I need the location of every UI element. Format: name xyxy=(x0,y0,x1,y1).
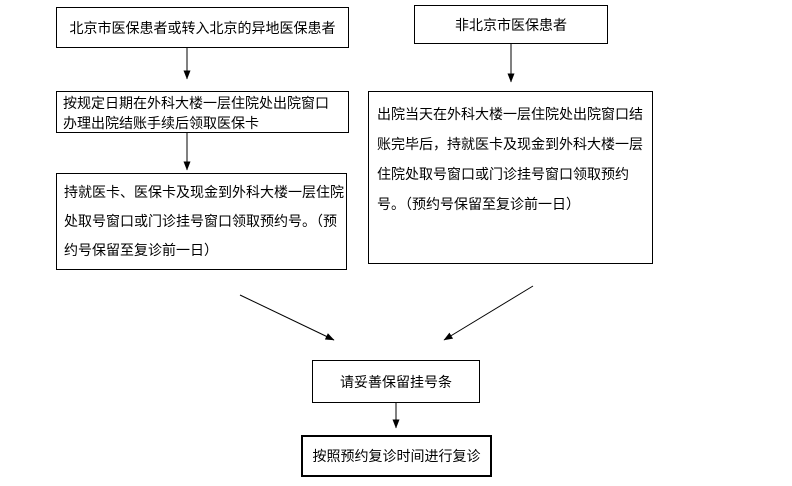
flow-box-text-line: 持就医卡、医保卡及现金到外科大楼一层住院 xyxy=(64,184,344,200)
flow-box-text-line: 按规定日期在外科大楼一层住院处出院窗口 xyxy=(63,95,329,111)
flow-box-beijing-checkout: 按规定日期在外科大楼一层住院处出院窗口 办理出院结账手续后领取医保卡 xyxy=(56,91,349,133)
flow-box-keep-slip: 请妥善保留挂号条 xyxy=(312,360,480,403)
flow-box-text-line: 处取号窗口或门诊挂号窗口领取预约号。（预 xyxy=(64,213,337,229)
flow-box-text-line: 住院处取号窗口或门诊挂号窗口领取预约 xyxy=(377,166,629,182)
flow-box-nonbeijing-start: 非北京市医保患者 xyxy=(414,5,608,44)
flow-box-text-line: 号。（预约号保留至复诊前一日） xyxy=(377,196,580,212)
flow-box-text-line: 办理出院结账手续后领取医保卡 xyxy=(63,115,259,131)
arrow-beijing-to-merge-icon xyxy=(239,294,335,341)
flow-box-followup: 按照预约复诊时间进行复诊 xyxy=(301,435,492,477)
arrow-nonbeijing-to-merge-icon xyxy=(443,285,534,341)
flow-box-text-line: 出院当天在外科大楼一层住院处出院窗口结 xyxy=(377,106,643,122)
flow-box-beijing-start: 北京市医保患者或转入北京的异地医保患者 xyxy=(56,7,349,48)
flow-box-beijing-appointment: 持就医卡、医保卡及现金到外科大楼一层住院 处取号窗口或门诊挂号窗口领取预约号。（… xyxy=(56,173,347,270)
flow-box-nonbeijing-checkout: 出院当天在外科大楼一层住院处出院窗口结 账完毕后，持就医卡及现金到外科大楼一层 … xyxy=(368,91,653,264)
flow-box-text-line: 约号保留至复诊前一日） xyxy=(64,242,218,258)
flow-box-text-line: 账完毕后，持就医卡及现金到外科大楼一层 xyxy=(377,136,643,152)
